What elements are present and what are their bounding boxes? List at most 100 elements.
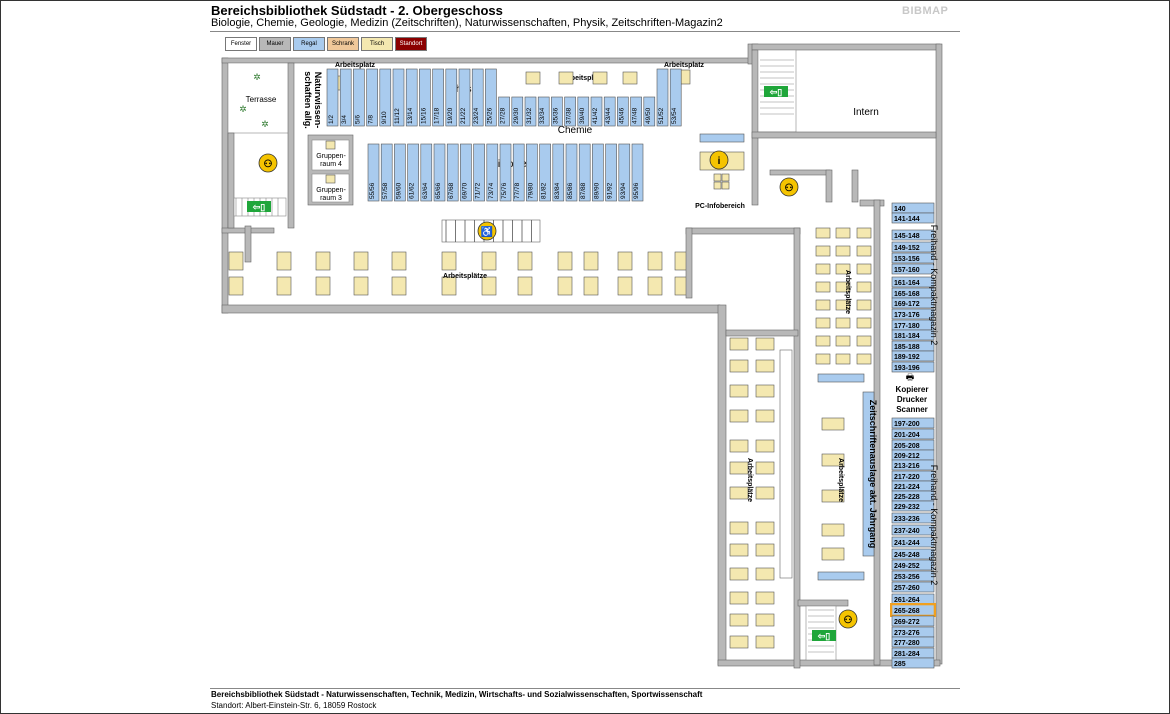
shelf-label: 65/66	[435, 182, 442, 199]
shelf-53-54	[669, 68, 682, 127]
shelf-41-42	[590, 96, 603, 127]
corridor-table	[441, 251, 457, 271]
section-freihand-top: Freihand - Kompaktmagazin 2	[929, 225, 939, 346]
compact-shelf-label: 201-204	[894, 432, 920, 439]
compact-shelf-197-200	[891, 417, 935, 429]
shelf-label: 39/40	[579, 107, 586, 124]
shelf-label: 71/72	[475, 182, 482, 199]
corridor-table	[557, 276, 573, 296]
copier-label: Drucker	[897, 395, 927, 404]
study-table	[835, 335, 851, 347]
compact-shelf-257-260	[891, 581, 935, 593]
shelf-label: 79/80	[527, 182, 534, 199]
shelf-label: 91/92	[607, 182, 614, 199]
study-table	[729, 613, 749, 627]
workspace-label: Arbeitsplatz	[664, 62, 705, 69]
study-table	[755, 521, 775, 535]
info-shelf	[699, 133, 745, 143]
group-room-4-label: raum 4	[320, 161, 342, 168]
study-table	[755, 486, 775, 500]
shelf-label: 17/18	[434, 107, 441, 124]
study-table	[835, 245, 851, 257]
compact-shelf-213-216	[891, 459, 935, 471]
shelf-label: 59/60	[395, 182, 402, 199]
compact-shelf-label: 185-188	[894, 344, 920, 351]
plant-icon: ✲	[253, 72, 261, 82]
study-table	[815, 281, 831, 293]
corridor-table	[647, 251, 663, 271]
study-table	[856, 245, 872, 257]
shelf-label: 13/14	[407, 107, 414, 124]
study-table	[755, 567, 775, 581]
shelf-11-12	[392, 68, 405, 127]
section-chemie: Chemie	[558, 125, 593, 136]
shelf-label: 5/6	[354, 115, 361, 124]
compact-shelf-237-240	[891, 524, 935, 536]
shelf-label: 85/86	[567, 182, 574, 199]
room-intern-label: Intern	[853, 107, 879, 118]
compact-shelf-233-236	[891, 512, 935, 524]
pc-workstation	[721, 181, 730, 190]
compact-shelf-label: 177-180	[894, 323, 920, 330]
shelf-73-74	[486, 143, 499, 202]
toilet-icon-east-glyph: ⚇	[785, 183, 794, 194]
shelf-label: 43/44	[605, 107, 612, 124]
shelf-57-58	[380, 143, 393, 202]
shelf-label: 35/36	[552, 107, 559, 124]
terrace-area	[227, 62, 291, 134]
wall-inner-west	[717, 304, 727, 666]
pc-workstation	[713, 173, 722, 182]
workspace-table	[622, 71, 638, 85]
shelf-label: 29/30	[513, 107, 520, 124]
corridor-table	[481, 251, 497, 271]
shelf-label: 3/4	[341, 115, 348, 124]
corridor-table	[276, 276, 292, 296]
study-table	[821, 523, 845, 537]
compact-shelf-157-160	[891, 263, 935, 275]
shelf-15-16	[419, 68, 431, 127]
compact-shelf-label: 217-220	[894, 474, 920, 481]
shelf-31-32	[524, 96, 537, 127]
plant-icon: ✲	[261, 119, 269, 129]
study-table	[755, 384, 775, 398]
study-table	[755, 613, 775, 627]
periodical-shelf	[817, 373, 865, 383]
study-table	[856, 299, 872, 311]
shelf-label: 31/32	[526, 107, 533, 124]
compact-shelf-201-204	[891, 428, 935, 440]
corridor-table	[583, 251, 599, 271]
shelf-label: 57/58	[382, 182, 389, 199]
footer-address: Standort: Albert-Einstein-Str. 6, 18059 …	[211, 701, 377, 710]
compact-shelf-193-196	[891, 361, 935, 373]
study-table	[729, 521, 749, 535]
shelf-19-20	[445, 68, 458, 127]
compact-shelf-label: 237-240	[894, 528, 920, 535]
compact-shelf-label: 213-216	[894, 463, 920, 470]
shelf-47-48	[630, 96, 642, 127]
corridor-table	[228, 251, 244, 271]
shelf-75-76	[499, 143, 512, 202]
study-table	[755, 439, 775, 453]
exit-sign-west: ⇦▯	[247, 201, 271, 212]
compact-shelf-153-156	[891, 252, 935, 264]
compact-shelf-149-152	[891, 241, 935, 253]
compact-shelf-label: 257-260	[894, 585, 920, 592]
shelf-label: 25/26	[486, 107, 493, 124]
shelf-label: 41/42	[592, 107, 599, 124]
shelf-label: 81/82	[541, 182, 548, 199]
corridor-table	[228, 276, 244, 296]
shelf-29-30	[511, 96, 524, 127]
shelf-label: 55/56	[369, 182, 376, 199]
compact-shelf-277-280	[891, 636, 935, 648]
accessible-icon-glyph: ♿	[481, 225, 493, 238]
compact-shelf-145-148	[891, 229, 935, 241]
legend-item-tisch: Tisch	[361, 37, 393, 51]
group-room-4-label: Gruppen-	[316, 153, 346, 160]
corridor-table	[583, 276, 599, 296]
shelf-13-14	[405, 68, 418, 127]
shelf-63-64	[420, 143, 433, 202]
shelf-label: 63/64	[422, 182, 429, 199]
corridor-table	[315, 276, 331, 296]
wall-west	[221, 57, 229, 314]
